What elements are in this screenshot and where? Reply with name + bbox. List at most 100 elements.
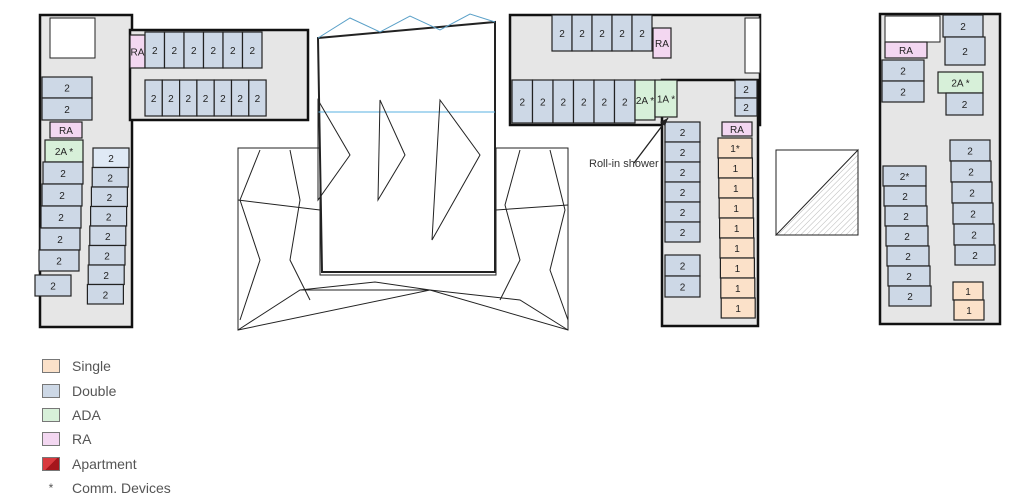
room: 2 [611,14,633,52]
room-label: 2 [904,232,910,243]
room-label: 2 [230,46,236,57]
room: 2 [222,31,244,69]
room-label: 2 [220,94,226,105]
ada-swatch [42,407,60,422]
room: 2 [144,79,163,117]
room-label: 2 [519,98,525,109]
room-fill [884,41,928,59]
room: 2 [531,79,554,124]
room: 2A * [44,139,84,163]
room-fill [954,244,996,266]
room-label: 1A * [657,95,675,106]
room-fill [945,92,984,116]
room-label: 2 [104,251,110,262]
room: 2 [664,161,701,183]
room: 2A * [937,71,984,94]
room-fill [721,121,753,137]
room: 1 [720,297,756,319]
room: 2 [593,79,616,124]
room-fill [41,97,93,121]
room-fill [664,275,701,298]
roof-lines [549,149,569,321]
room-label: 2 [210,46,216,57]
room-label: RA [899,46,913,57]
room-fill [34,274,72,297]
room-label: 2 [57,235,63,246]
room: 2 [572,79,595,124]
room: 2 [954,244,996,266]
room-label: 1 [965,287,971,298]
room-label: 2 [971,231,977,242]
room-label: 2 [185,94,191,105]
room-label: 2 [581,98,587,109]
room: 2 [951,181,993,204]
central-atrium-roof [237,13,569,331]
room-label: 2 [968,168,974,179]
room: 2 [949,139,991,162]
room: 2 [881,59,925,82]
room: 1 [718,217,755,239]
room: 2 [886,245,930,267]
room-label: RA [59,126,73,137]
courtyard-void [49,17,96,59]
room-label: 2 [680,228,686,239]
atrium-wall [316,20,496,273]
room-fill [944,36,986,66]
room-label: 2 [962,100,968,111]
room-label: 2 [680,208,686,219]
room: 2 [945,92,984,116]
room-label: 2 [743,85,749,96]
room: 2 [950,160,992,183]
room: 2 [41,76,93,99]
room-label: 2 [962,47,968,58]
roof-outline [237,147,569,331]
room-label: 1 [735,284,741,295]
room-label: 2 [60,169,66,180]
room-label: 2A * [951,79,969,90]
room: 2 [664,254,701,277]
room-label: 2 [106,212,112,223]
room: 2 [248,79,267,117]
legend-apartment: Apartment [42,452,171,476]
room: 2 [734,79,758,99]
room-fill [888,285,932,307]
room: 2 [571,14,593,52]
room-label: 2 [108,154,114,165]
room-label: 2 [203,94,209,105]
room-label: 1 [733,204,739,215]
room-label: 1 [735,304,741,315]
room: 2 [213,79,233,117]
legend-single: Single [42,354,171,378]
room-fill [86,283,125,305]
room-label: 2 [105,232,111,243]
room-label: 2 [151,94,157,105]
room-fill [953,299,985,321]
room-label: 2 [107,193,113,204]
room: 2 [591,14,613,52]
room-label: 2 [903,212,909,223]
room: 2 [179,79,198,117]
room: 2 [41,183,83,207]
room: 2 [88,244,126,266]
room-label: 2 [680,168,686,179]
room: 2 [887,265,931,287]
room-label: 1 [733,184,739,195]
roof-lines [289,149,311,301]
room: 2 [38,249,80,272]
room-label: 2A * [55,147,73,158]
room: 1 [717,157,754,179]
room-label: 2 [900,67,906,78]
room: 2 [34,274,72,297]
room: 2 [511,79,534,124]
room: 2 [91,166,129,188]
room-label: 2 [249,46,255,57]
room-label: 2 [680,262,686,273]
room: 2 [41,97,93,121]
room-label: 2 [50,282,56,293]
room: 2 [161,79,181,117]
room: 2 [883,185,927,207]
room: 2 [552,79,575,124]
room-label: 2 [152,46,158,57]
room-label: 2 [639,29,645,40]
